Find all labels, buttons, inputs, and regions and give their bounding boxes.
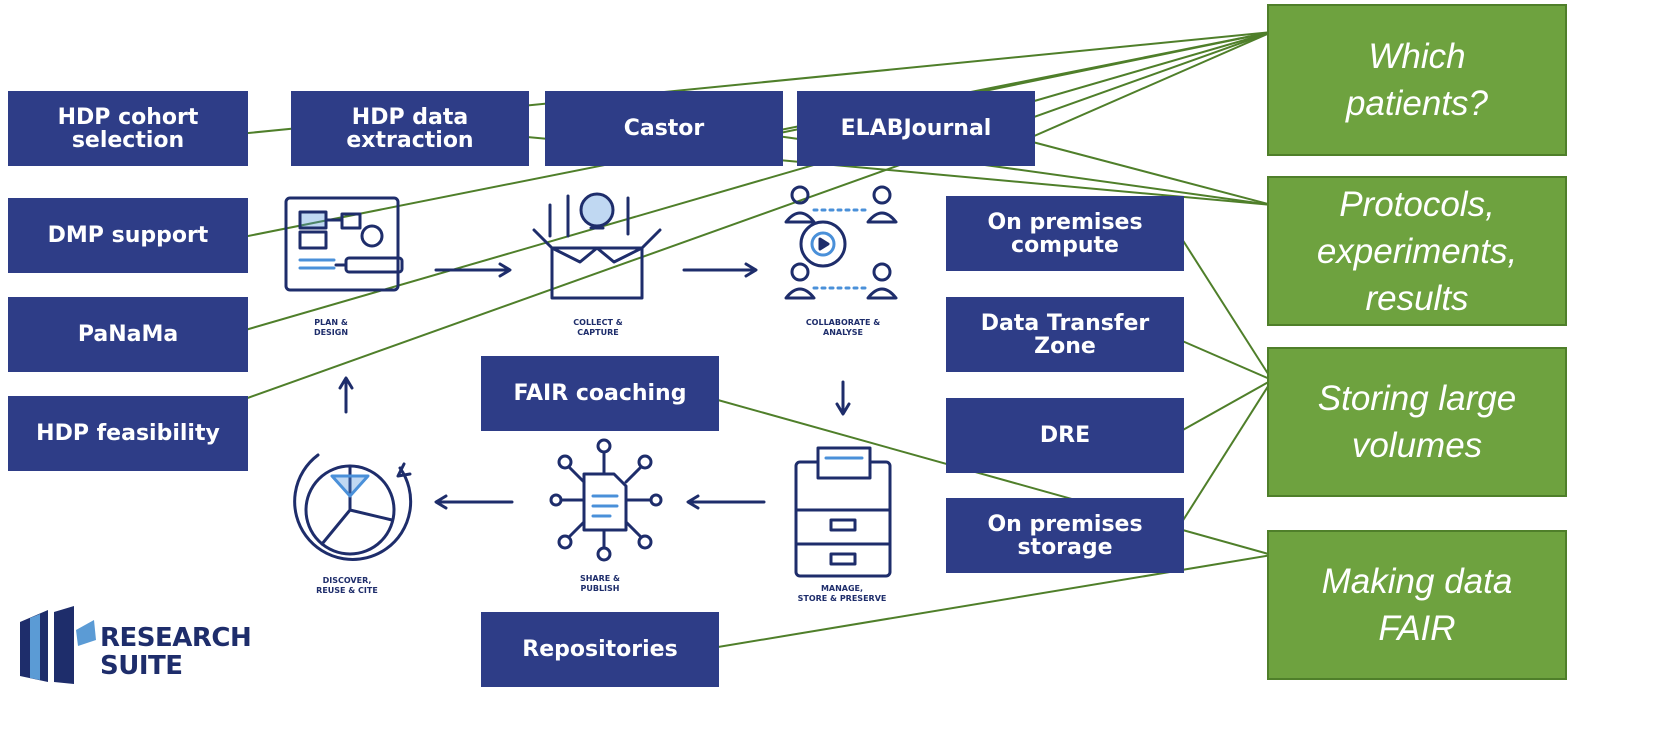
stage-collaborate-analyse-label: COLLABORATE & ANALYSE xyxy=(805,318,881,337)
which-patients-question: Which patients? xyxy=(1267,4,1567,156)
connector-line xyxy=(241,31,1273,401)
connector-line xyxy=(1174,227,1273,381)
connector-line xyxy=(1024,139,1273,206)
elabjournal-box: ELABJournal xyxy=(797,91,1035,166)
stage-collect-capture-label: COLLECT & CAPTURE xyxy=(573,318,623,337)
connector-line xyxy=(1179,339,1273,381)
cabinet-icon xyxy=(794,446,892,578)
making-data-fair-question: Making data FAIR xyxy=(1267,530,1567,680)
stage-discover-reuse-label: DISCOVER, REUSE & CITE xyxy=(316,576,378,595)
castor-box: Castor xyxy=(545,91,783,166)
connector-line xyxy=(1174,379,1273,534)
dre-box: DRE xyxy=(946,398,1184,473)
share-document-icon xyxy=(549,438,663,562)
panama-box: PaNaMa xyxy=(8,297,248,372)
discover-cycle-icon xyxy=(293,453,413,562)
blueprint-icon xyxy=(284,196,404,292)
logo-suite-text: SUITE xyxy=(100,651,183,681)
connector-line xyxy=(1024,31,1273,141)
repositories-box: Repositories xyxy=(481,612,719,687)
on-premises-storage-box: On premises storage xyxy=(946,498,1184,573)
dmp-support-box: DMP support xyxy=(8,198,248,273)
stage-manage-store-label: MANAGE, STORE & PRESERVE xyxy=(797,584,887,603)
flow-arrows xyxy=(338,262,851,510)
collect-box-icon xyxy=(532,192,662,300)
storing-large-volumes-question: Storing large volumes xyxy=(1267,347,1567,497)
stage-plan-design-label: PLAN & DESIGN xyxy=(313,318,349,337)
connector-line xyxy=(227,31,1273,336)
collaborate-gear-icon xyxy=(784,185,898,300)
logo-research-text: RESEARCH xyxy=(100,623,252,653)
hdp-cohort-selection-box: HDP cohort selection xyxy=(8,91,248,166)
stage-share-publish-label: SHARE & PUBLISH xyxy=(579,574,621,593)
data-transfer-zone-box: Data Transfer Zone xyxy=(946,297,1184,372)
hdp-data-extraction-box: HDP data extraction xyxy=(291,91,529,166)
protocols-question: Protocols, experiments, results xyxy=(1267,176,1567,326)
on-premises-compute-box: On premises compute xyxy=(946,196,1184,271)
fair-coaching-box: FAIR coaching xyxy=(481,356,719,431)
hdp-feasibility-box: HDP feasibility xyxy=(8,396,248,471)
